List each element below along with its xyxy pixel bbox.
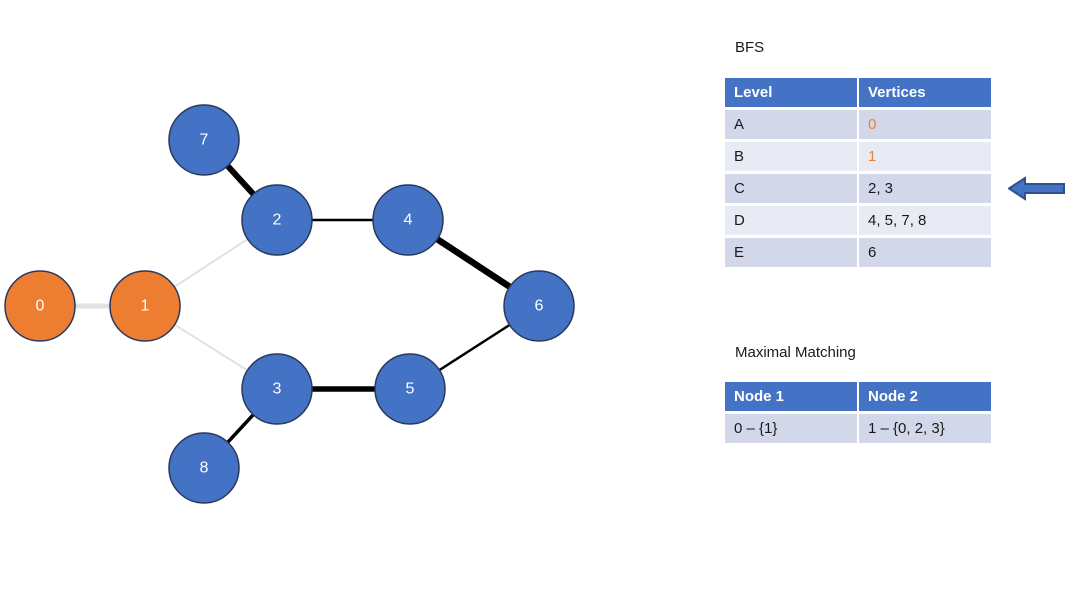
graph-node-8: 8 [168, 432, 240, 504]
mm-header-node1: Node 1 [725, 382, 857, 411]
graph-node-circle [109, 270, 181, 342]
graph-node-circle [168, 432, 240, 504]
table-row: 0 – {1} 1 – {0, 2, 3} [725, 414, 991, 443]
maximal-matching-table: Node 1 Node 2 0 – {1} 1 – {0, 2, 3} [725, 382, 991, 443]
bfs-vertices-cell: 1 [859, 142, 991, 171]
bfs-table: Level Vertices A 0 B 1 C 2, 3 D 4, 5, 7,… [725, 78, 991, 267]
bfs-level-cell: C [725, 174, 857, 203]
graph-node-label: 0 [36, 298, 45, 315]
bfs-level-cell: A [725, 110, 857, 139]
graph-node-label: 6 [535, 298, 544, 315]
graph-node-label: 7 [200, 132, 209, 149]
graph-node-circle [372, 184, 444, 256]
bfs-vertices-cell: 0 [859, 110, 991, 139]
bfs-vertices-cell: 2, 3 [859, 174, 991, 203]
graph-node-label: 4 [404, 212, 413, 229]
graph-node-0: 0 [4, 270, 76, 342]
graph-svg: 0 1 7 2 4 6 3 5 8 [4, 104, 575, 504]
mm-header-node2: Node 2 [859, 382, 991, 411]
bfs-header-vertices: Vertices [859, 78, 991, 107]
graph-node-5: 5 [374, 353, 446, 425]
graph-node-label: 1 [141, 298, 150, 315]
table-row: D 4, 5, 7, 8 [725, 206, 991, 235]
bfs-level-cell: E [725, 238, 857, 267]
bfs-header-row: Level Vertices [725, 78, 991, 107]
bfs-title: BFS [735, 39, 765, 56]
graph-node-7: 7 [168, 104, 240, 176]
graph-node-label: 3 [273, 381, 282, 398]
graph-node-6: 6 [503, 270, 575, 342]
graph-node-circle [503, 270, 575, 342]
left-arrow-icon [1008, 176, 1065, 201]
graph-node-circle [4, 270, 76, 342]
bfs-vertices-cell: 4, 5, 7, 8 [859, 206, 991, 235]
table-row: B 1 [725, 142, 991, 171]
mm-header-row: Node 1 Node 2 [725, 382, 991, 411]
graph-node-circle [168, 104, 240, 176]
mm-node2-cell: 1 – {0, 2, 3} [859, 414, 991, 443]
graph-node-label: 2 [273, 212, 282, 229]
graph-node-circle [241, 184, 313, 256]
table-row: C 2, 3 [725, 174, 991, 203]
bfs-level-cell: D [725, 206, 857, 235]
graph-node-label: 8 [200, 460, 209, 477]
graph-node-3: 3 [241, 353, 313, 425]
bfs-level-cell: B [725, 142, 857, 171]
maximal-matching-title: Maximal Matching [735, 344, 856, 361]
graph-node-label: 5 [406, 381, 415, 398]
graph-node-1: 1 [109, 270, 181, 342]
graph-node-2: 2 [241, 184, 313, 256]
bfs-vertices-cell: 6 [859, 238, 991, 267]
table-row: E 6 [725, 238, 991, 267]
table-row: A 0 [725, 110, 991, 139]
graph-node-circle [241, 353, 313, 425]
mm-node1-cell: 0 – {1} [725, 414, 857, 443]
bfs-header-level: Level [725, 78, 857, 107]
graph-node-4: 4 [372, 184, 444, 256]
graph-node-circle [374, 353, 446, 425]
